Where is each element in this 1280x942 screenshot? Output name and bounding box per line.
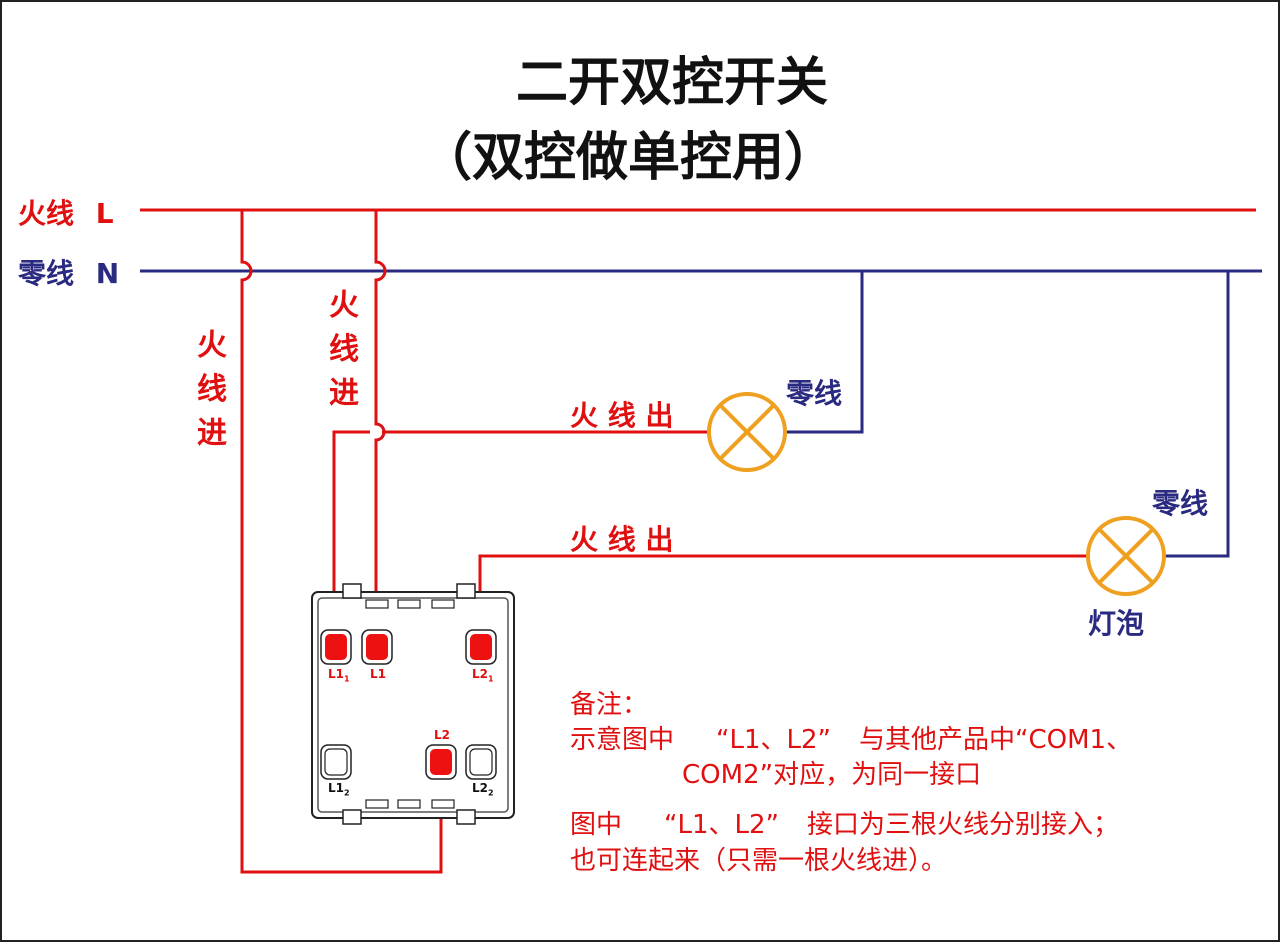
live-rail-letter: L [95, 197, 114, 230]
term-label-l2: L2 [434, 728, 450, 742]
lamp2-neutral-wire [1165, 271, 1230, 558]
notes-line2: COM2”对应，为同一接口 [682, 760, 982, 790]
lamp2-icon [1086, 516, 1166, 596]
terminal-l2-1 [465, 629, 497, 665]
terminal-l1-1 [320, 629, 352, 665]
bulb-label: 灯泡 [1088, 607, 1145, 640]
feed-label-left: 火 线 进 [197, 328, 227, 451]
notes-line1: 示意图中“L1、L2”与其他产品中“COM1、 [570, 725, 1133, 755]
live-rail-text: 火线 [18, 197, 75, 230]
lamp2-live-wire [478, 554, 1087, 634]
lamp2-live-label: 火 线 出 [570, 523, 674, 556]
neutral-rail-text: 零线 [18, 257, 75, 290]
lamp2-neutral-label: 零线 [1152, 487, 1209, 520]
feed-label-right: 火 线 进 [329, 288, 359, 411]
neutral-rail-label: 零线 N [18, 252, 119, 292]
term-label-l1: L1 [370, 667, 386, 681]
terminal-l2 [425, 744, 457, 780]
neutral-rail-letter: N [95, 257, 120, 290]
notes-line4: 也可连起来（只需一根火线进）。 [570, 846, 948, 876]
live-feed-wire-left [240, 210, 443, 874]
term-label-l1-2: L12 [328, 781, 350, 798]
term-label-l2-2: L22 [472, 781, 494, 798]
terminal-l1 [361, 629, 393, 665]
lamp1-icon [707, 392, 787, 472]
title-line2: （双控做单控用） [420, 128, 837, 188]
terminal-l1-2 [320, 744, 352, 780]
lamp1-live-label: 火 线 出 [570, 399, 674, 432]
live-rail-label: 火线 L [18, 192, 114, 232]
lamp1-neutral-label: 零线 [786, 377, 843, 410]
title-line1: 二开双控开关 [516, 53, 829, 113]
live-feed-wire-right [374, 210, 387, 634]
lamp1-live-wire [332, 430, 708, 634]
notes-heading: 备注： [570, 690, 649, 720]
notes-line3: 图中“L1、L2”接口为三根火线分别接入； [570, 810, 1120, 840]
terminal-l2-2 [465, 744, 497, 780]
term-label-l1-1: L11 [328, 667, 350, 684]
term-label-l2-1: L21 [472, 667, 494, 684]
lamp1-neutral-wire [786, 271, 864, 434]
